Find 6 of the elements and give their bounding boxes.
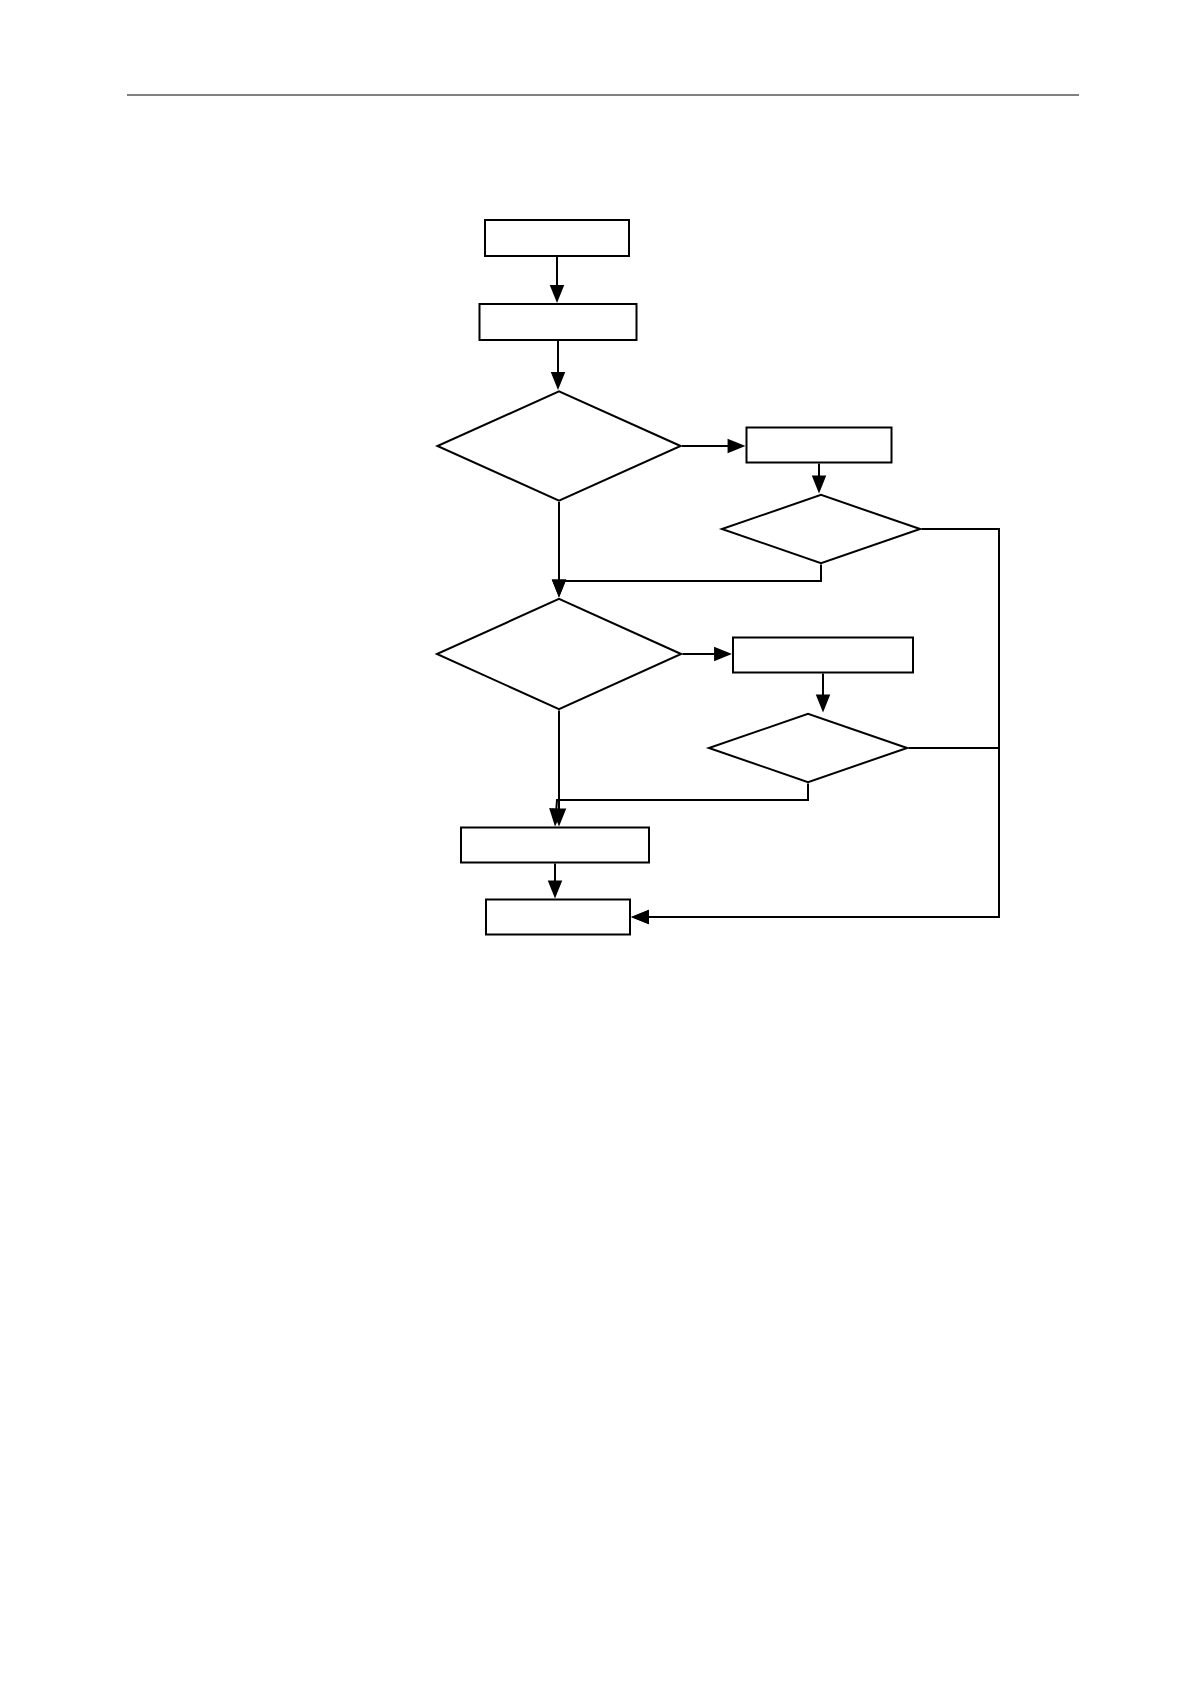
process-box xyxy=(460,826,650,864)
process-box xyxy=(478,303,638,341)
process-box xyxy=(745,426,893,464)
process-box xyxy=(485,898,631,936)
process-box xyxy=(484,219,630,257)
process-box xyxy=(732,636,914,674)
